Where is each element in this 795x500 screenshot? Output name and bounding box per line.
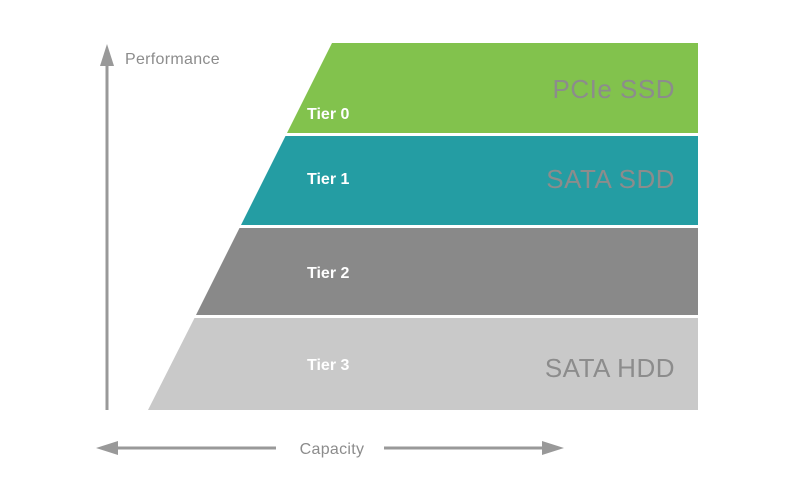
performance-axis-label: Performance (125, 51, 220, 68)
tier-0-side-label: PCIe SSD (553, 74, 676, 104)
tier-1-label: Tier 1 (307, 171, 350, 188)
tier-2-label: Tier 2 (307, 265, 350, 282)
tier-0-label: Tier 0 (307, 106, 350, 123)
tier-3-label: Tier 3 (307, 357, 350, 374)
arrow-right-icon (542, 441, 564, 455)
capacity-axis-label: Capacity (300, 441, 365, 458)
tier-2: Tier 2 (196, 228, 698, 315)
tier-3: Tier 3 SATA HDD (148, 318, 698, 410)
tier-3-side-label: SATA HDD (545, 353, 675, 383)
tier-1: Tier 1 SATA SDD (241, 136, 698, 225)
tier-1-side-label: SATA SDD (546, 164, 675, 194)
tier-0-shape (287, 43, 698, 133)
arrow-up-icon (100, 44, 114, 66)
performance-axis: Performance (100, 44, 220, 410)
tier-2-shape (196, 228, 698, 315)
tier-3-shape (148, 318, 698, 410)
arrow-left-icon (96, 441, 118, 455)
capacity-axis: Capacity (96, 441, 564, 458)
tier-0: Tier 0 PCIe SSD (287, 43, 698, 133)
tier-1-shape (241, 136, 698, 225)
